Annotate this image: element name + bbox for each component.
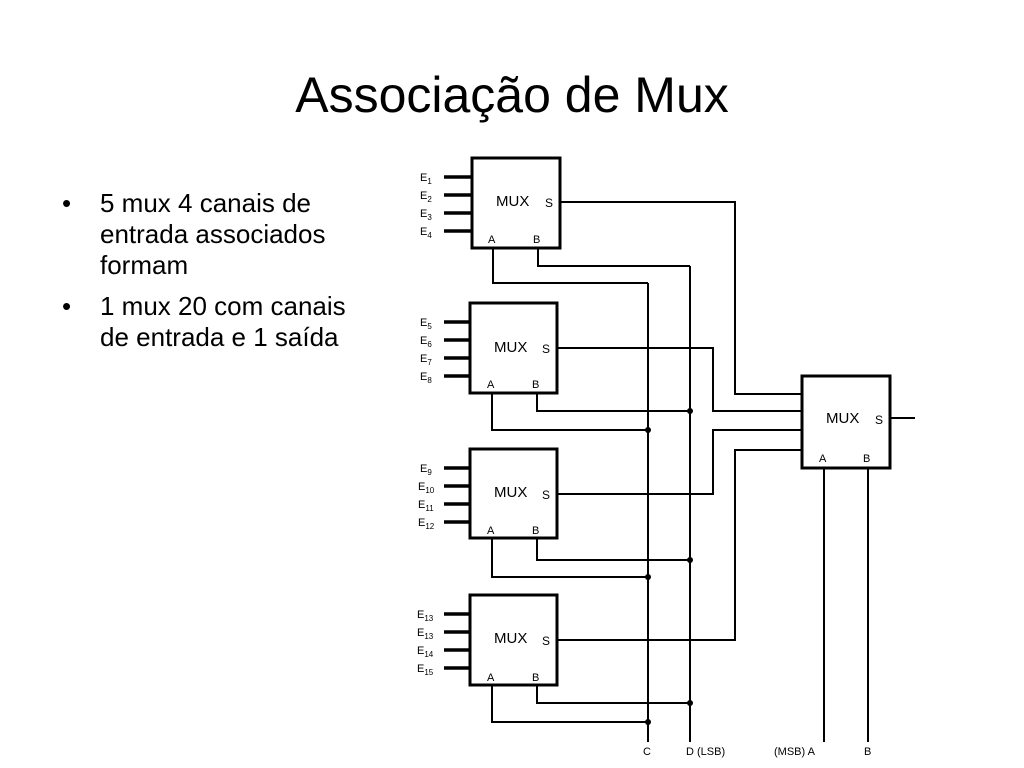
input-label: E12 [418,517,435,531]
select-b-label: B [532,672,539,684]
bullet-text: 1 mux 20 com canais de entrada e 1 saída [100,291,346,352]
input-label: E15 [417,663,434,677]
svg-text:E13: E13 [417,627,434,641]
mux-label: MUX [826,410,859,427]
select-a-label: A [487,379,495,391]
junction-dot [687,408,693,414]
select-label-c: C [643,746,651,758]
select-line-labels: C D (LSB) (MSB) A B [643,746,871,758]
svg-text:E6: E6 [420,335,432,349]
bullet-item: • 1 mux 20 com canais de entrada e 1 saíd… [62,291,362,353]
select-a-label: A [488,234,496,246]
svg-text:E14: E14 [417,645,434,659]
bullet-dot: • [62,291,72,321]
mux-block-1: MUX S A B E1 E2 E3 E4 [420,156,562,250]
mux-association-diagram: MUX S A B E1 E2 E3 E4 MUX S A B E5 E6 E7… [417,156,915,758]
mux-block-final: MUX S A B [800,374,892,470]
svg-text:E13: E13 [417,609,434,623]
select-a-label: A [487,672,495,684]
svg-text:E1: E1 [420,172,432,186]
output-label: S [545,196,553,210]
select-b-label: B [863,453,870,465]
mux-label: MUX [494,484,527,501]
input-label: E14 [417,645,434,659]
select-label-b: B [864,746,871,758]
input-label: E2 [420,190,432,204]
bullet-item: • 5 mux 4 canais de entrada associados fo… [62,188,362,281]
input-label: E9 [420,463,432,477]
input-label: E8 [420,371,432,385]
select-b-label: B [532,379,539,391]
svg-text:E12: E12 [418,517,435,531]
input-label: E11 [418,499,434,513]
svg-text:E9: E9 [420,463,432,477]
input-label: E7 [420,353,432,367]
svg-text:E2: E2 [420,190,432,204]
select-b-label: B [532,525,539,537]
mux-label: MUX [494,630,527,647]
output-label: S [875,413,883,427]
output-label: S [542,488,550,502]
output-label: S [542,634,550,648]
junction-dot [645,574,651,580]
input-label: E13 [417,627,434,641]
input-label: E5 [420,317,432,331]
svg-text:E3: E3 [420,208,432,222]
mux-block-3: MUX S A B E9 E10 E11 E12 [418,447,559,540]
junction-dot [645,427,651,433]
svg-text:E8: E8 [420,371,432,385]
junction-dot [645,719,651,725]
select-label-d-lsb: D (LSB) [686,746,725,758]
select-a-label: A [487,525,495,537]
svg-text:E10: E10 [418,481,435,495]
input-label: E13 [417,609,434,623]
select-b-label: B [533,234,540,246]
input-label: E4 [420,226,432,240]
junction-dot [687,700,693,706]
input-label: E10 [418,481,435,495]
junction-dots [645,408,693,725]
svg-text:E15: E15 [417,663,434,677]
output-label: S [542,342,550,356]
bullet-dot: • [62,188,72,218]
svg-text:E11: E11 [418,499,434,513]
mux-block-4: MUX S A B E13 E13 E14 E15 [417,593,559,687]
svg-text:E4: E4 [420,226,432,240]
svg-text:E5: E5 [420,317,432,331]
input-label: E3 [420,208,432,222]
mux-label: MUX [496,193,529,210]
mux-label: MUX [494,339,527,356]
wires [491,201,915,742]
slide-title: Associação de Mux [295,67,729,123]
junction-dot [687,557,693,563]
input-label: E1 [420,172,432,186]
input-label: E6 [420,335,432,349]
select-a-label: A [819,453,827,465]
select-label-msb-a: (MSB) A [774,746,816,758]
mux-block-2: MUX S A B E5 E6 E7 E8 [420,301,559,395]
bullet-list: • 5 mux 4 canais de entrada associados fo… [62,188,362,363]
svg-text:E7: E7 [420,353,432,367]
bullet-text: 5 mux 4 canais de entrada associados for… [100,188,326,280]
